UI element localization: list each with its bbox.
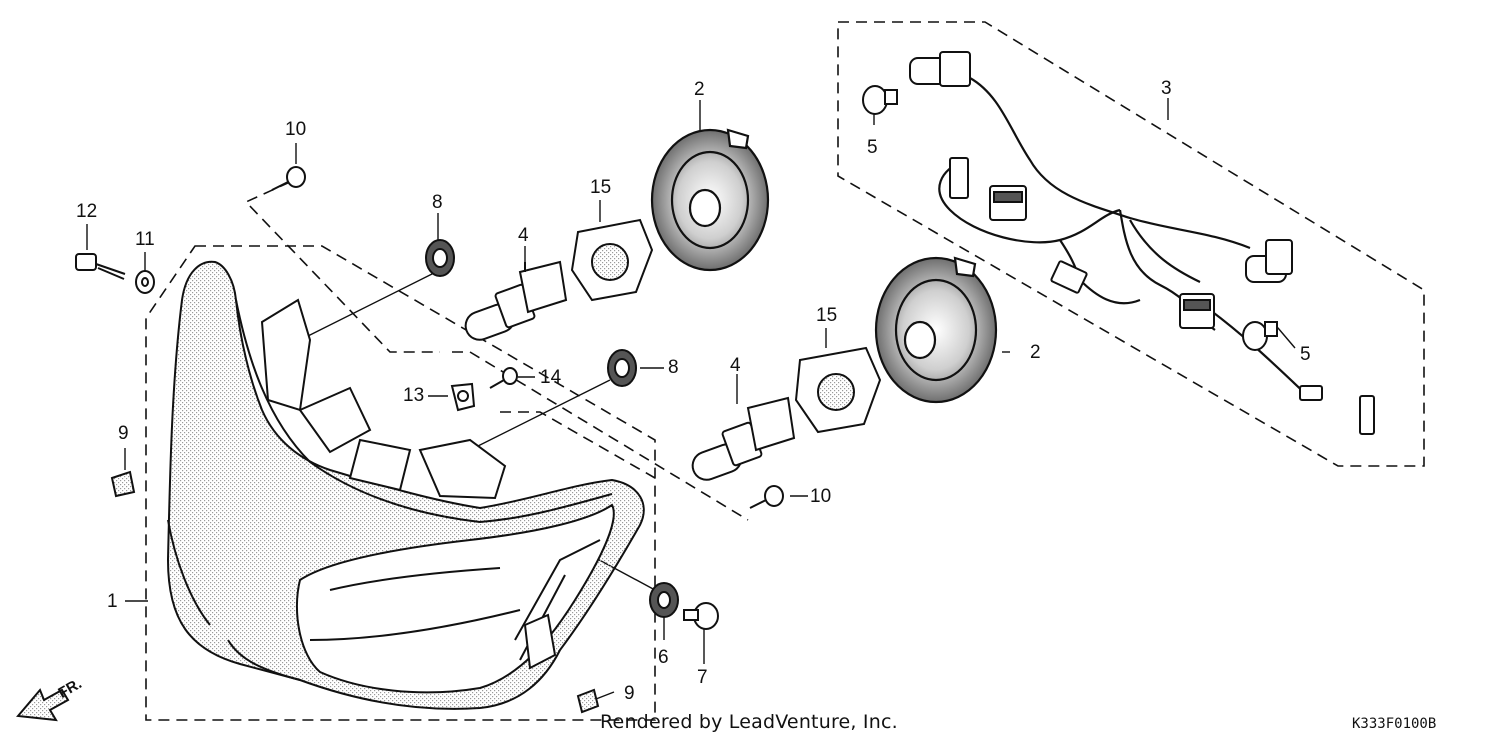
callout-3: 3 — [1161, 78, 1172, 99]
diagram-code: K333F0100B — [1352, 716, 1437, 732]
callout-5-upper: 5 — [867, 137, 878, 158]
bulb-5-top — [862, 85, 898, 115]
wire-harness-group-box — [837, 21, 1425, 467]
callout-5-lower: 5 — [1300, 344, 1311, 365]
callout-8-upper: 8 — [432, 192, 443, 213]
dust-cover-lower — [874, 256, 998, 404]
connector-left — [989, 185, 1027, 221]
front-direction-arrow-icon — [16, 688, 70, 722]
credit-text: Rendered by LeadVenture, Inc. — [600, 711, 898, 733]
callout-7: 7 — [697, 667, 708, 688]
bulb-lower — [691, 396, 796, 481]
callout-2-upper: 2 — [694, 79, 705, 100]
callout-11: 11 — [135, 229, 155, 250]
dust-cover-upper — [650, 128, 770, 272]
connector-fork — [949, 157, 969, 199]
grommet-8-upper — [425, 239, 455, 277]
screw-10-top — [271, 166, 306, 191]
socket-plate-upper — [570, 218, 654, 302]
connector-mid — [1050, 260, 1088, 294]
spring-clip-9-left — [110, 470, 136, 498]
leader-dash-inner — [500, 411, 656, 479]
callout-4-lower: 4 — [730, 355, 741, 376]
callout-4-upper: 4 — [518, 225, 529, 246]
connector-right — [1179, 293, 1215, 329]
screw-14 — [489, 367, 518, 389]
screw-10-right — [749, 485, 784, 509]
spring-clip-9-bottom — [576, 688, 600, 714]
callout-2-lower: 2 — [1030, 342, 1041, 363]
callout-12: 12 — [76, 201, 98, 222]
wire-end — [1299, 385, 1375, 435]
harness-socket-top — [909, 51, 971, 87]
collar-7 — [683, 602, 719, 630]
leader-dash-10-right — [452, 351, 749, 521]
bolt-12 — [75, 253, 126, 280]
grommet-6 — [649, 582, 679, 618]
harness-socket-right — [1245, 239, 1293, 283]
callout-15-lower: 15 — [816, 305, 838, 326]
headlight-group-box — [145, 245, 656, 721]
callout-10-lower: 10 — [810, 486, 832, 507]
callout-9-bottom: 9 — [624, 683, 635, 704]
bulb-upper — [464, 260, 568, 341]
clip-13 — [450, 382, 476, 412]
headlight-assembly — [166, 260, 645, 710]
callout-9-left: 9 — [118, 423, 129, 444]
callout-10-upper: 10 — [285, 119, 307, 140]
callout-8-lower: 8 — [668, 357, 679, 378]
bulb-5-bottom — [1242, 321, 1278, 351]
grommet-8-lower — [607, 349, 637, 387]
callout-15-upper: 15 — [590, 177, 612, 198]
callout-1: 1 — [107, 591, 118, 612]
callout-14: 14 — [540, 367, 562, 388]
leader-dash-10-top — [244, 181, 440, 353]
callout-6: 6 — [658, 647, 669, 668]
socket-plate-lower — [794, 346, 882, 434]
callout-13: 13 — [403, 385, 425, 406]
washer-11 — [135, 270, 155, 294]
